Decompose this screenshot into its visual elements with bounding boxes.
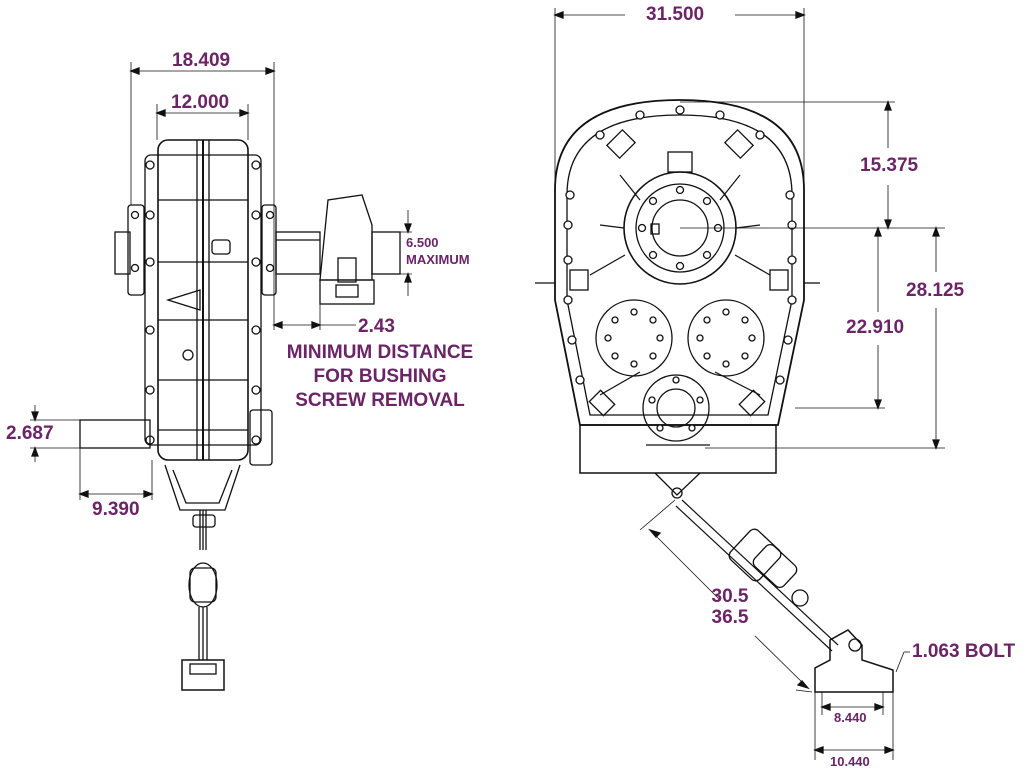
bushing-note-line2: FOR BUSHING: [313, 366, 447, 387]
dim-center-to-output: 22.910: [846, 317, 905, 338]
dim-shaft-height: 2.687: [6, 423, 54, 444]
front-view: [535, 8, 945, 760]
dim-bushing-max-label: MAXIMUM: [406, 252, 470, 267]
dim-overall-width-side: 18.409: [172, 50, 231, 71]
dim-top-to-center: 15.375: [860, 155, 919, 176]
dim-overall-width-front: 31.500: [646, 4, 705, 25]
dim-inner-width-side: 12.000: [171, 92, 230, 113]
dim-arm-length-max: 36.5: [711, 607, 749, 628]
dim-bolt: 1.063 BOLT: [912, 641, 1016, 662]
dim-shaft-extension: 9.390: [92, 499, 140, 520]
bushing-note-line1: MINIMUM DISTANCE: [286, 342, 474, 363]
dim-base-outer: 10.440: [830, 754, 870, 769]
dim-center-to-base: 28.125: [906, 280, 965, 301]
dim-base-inner: 8.440: [834, 710, 867, 725]
dim-bushing-max-value: 6.500: [406, 235, 439, 250]
dim-arm-length-min: 30.5: [711, 586, 749, 607]
bushing-note-line3: SCREW REMOVAL: [295, 390, 465, 411]
side-view: [30, 62, 412, 691]
dim-bushing-distance: 2.43: [358, 316, 395, 337]
front-housing: [554, 99, 805, 426]
